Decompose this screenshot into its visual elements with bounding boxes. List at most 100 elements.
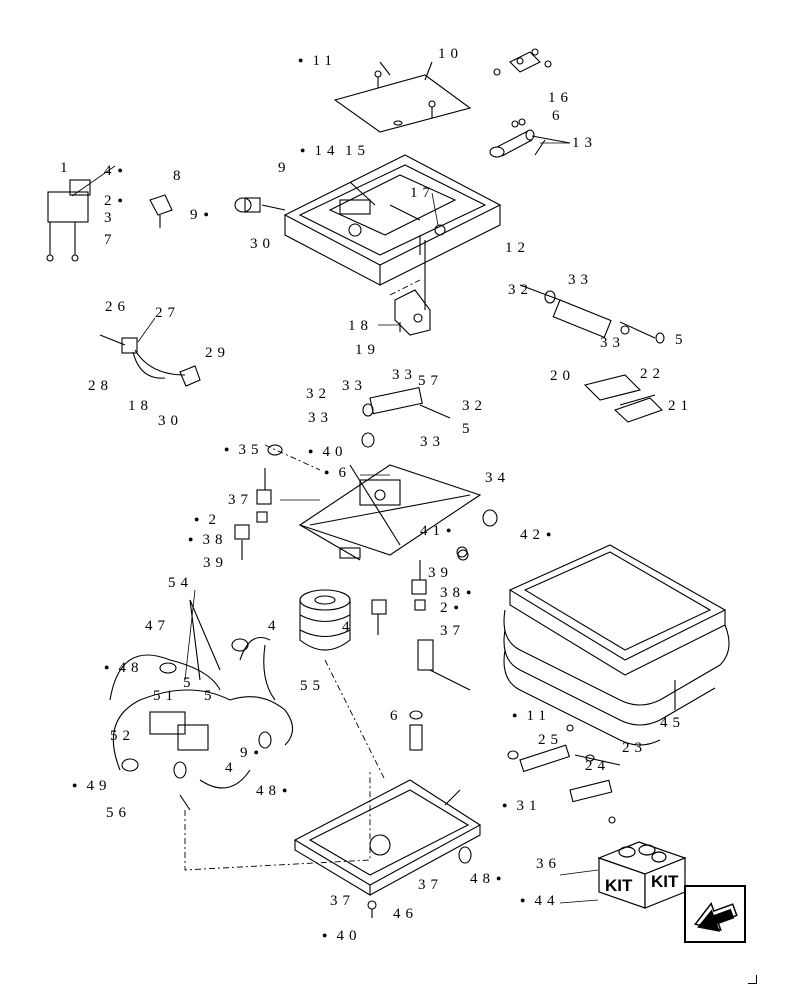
- callout-11-top: 11: [298, 53, 337, 70]
- callout-10: 10: [438, 46, 463, 62]
- callout-37-right: 37: [440, 623, 465, 639]
- callout-33-d: 33: [420, 434, 445, 450]
- lever-parts-right: [507, 724, 621, 824]
- next-page-button[interactable]: [684, 885, 746, 943]
- callout-42: 42: [520, 527, 556, 544]
- callout-56: 56: [106, 805, 131, 821]
- switch-part: [583, 374, 664, 423]
- callout-6-base: 6: [390, 708, 403, 724]
- callout-31: 31: [502, 798, 541, 815]
- callout-55: 55: [300, 678, 325, 694]
- callout-37-bottom: 37: [330, 893, 355, 909]
- callout-14: 14: [300, 143, 339, 160]
- callout-8: 8: [173, 168, 186, 184]
- callout-51: 51: [153, 688, 178, 704]
- callout-22: 22: [640, 366, 665, 382]
- kit-label-left: KIT: [605, 876, 633, 895]
- kit-box-illustration: KIT KIT: [597, 830, 687, 910]
- callout-43: 4: [342, 619, 355, 635]
- callout-30-left: 30: [158, 413, 183, 429]
- callout-47: 47: [145, 618, 170, 634]
- callout-29: 29: [205, 345, 230, 361]
- callout-4-top: 4: [104, 163, 128, 180]
- cable-part: [99, 334, 201, 387]
- base-frame: [293, 710, 482, 918]
- callout-9-frame: 9: [278, 160, 291, 176]
- callout-5-mid: 5: [462, 421, 475, 437]
- callout-54: 54: [168, 575, 193, 591]
- callout-3: 3: [104, 210, 117, 226]
- callout-6-top: 6: [552, 108, 565, 124]
- callout-9-left: 9: [190, 207, 214, 224]
- rod-part: [489, 118, 571, 158]
- small-parts-left: [234, 444, 283, 560]
- callout-6-mid: 6: [324, 465, 351, 482]
- callout-39-right: 39: [428, 565, 453, 581]
- reference-lines: [184, 279, 421, 871]
- callout-20: 20: [550, 368, 575, 384]
- callout-5-top: 5: [675, 332, 688, 348]
- callout-40-mid: 40: [308, 444, 347, 461]
- callout-38-left: 38: [188, 532, 227, 549]
- callout-37-left: 37: [228, 492, 253, 508]
- callout-33-c: 33: [308, 410, 333, 426]
- callout-32-top: 32: [508, 282, 533, 298]
- callout-48-base: 48: [470, 871, 506, 888]
- callout-4-harness-top: 4: [268, 618, 281, 634]
- callout-53-b: 5: [204, 688, 217, 704]
- callout-33-top: 33: [568, 272, 593, 288]
- callout-32-right: 32: [462, 398, 487, 414]
- callout-19: 19: [355, 342, 380, 358]
- callout-45: 45: [660, 715, 685, 731]
- callout-46: 46: [393, 906, 418, 922]
- callout-11-right: 11: [512, 708, 551, 725]
- scissor-frame: [298, 432, 498, 561]
- corner-mark: [748, 975, 757, 984]
- callout-23: 23: [622, 740, 647, 756]
- callout-35: 35: [224, 442, 263, 459]
- callout-53-a: 5: [183, 675, 196, 691]
- lever-8: [149, 194, 173, 228]
- callout-38-right: 38: [440, 585, 476, 602]
- callout-27: 27: [155, 305, 180, 321]
- callout-44: 44: [520, 893, 559, 910]
- callout-39-left: 39: [203, 555, 228, 571]
- gas-spring-middle: [362, 386, 451, 419]
- bracket-18: [394, 289, 431, 336]
- callout-13: 13: [572, 135, 597, 151]
- callout-2-right: 2: [440, 600, 464, 617]
- cushion-tray: [503, 544, 730, 746]
- callout-33-mid: 33: [600, 335, 625, 351]
- callout-7: 7: [104, 232, 117, 248]
- callout-28: 28: [88, 378, 113, 394]
- callout-2-left: 2: [194, 512, 221, 529]
- callout-4-harness: 4: [225, 760, 238, 776]
- callout-16: 16: [548, 90, 573, 106]
- callout-26: 26: [105, 299, 130, 315]
- callout-34: 34: [485, 470, 510, 486]
- top-plate: [333, 61, 472, 133]
- callout-9-harness: 9: [240, 745, 264, 762]
- callout-33-b: 33: [392, 367, 417, 383]
- callout-41: 41: [420, 523, 456, 540]
- callout-1: 1: [60, 160, 73, 176]
- callout-15: 15: [345, 143, 370, 159]
- leader-lines: [71, 142, 676, 904]
- small-parts-right: [371, 546, 471, 691]
- callout-49: 49: [72, 778, 111, 795]
- kit-label-right: KIT: [651, 872, 679, 891]
- callout-52: 52: [110, 728, 135, 744]
- callout-33-a: 33: [342, 378, 367, 394]
- callout-12: 12: [505, 240, 530, 256]
- lever-assembly: [46, 179, 91, 262]
- callout-48-harness: 48: [256, 783, 292, 800]
- gas-spring-upper: [519, 284, 665, 344]
- wiring-harness: [109, 599, 294, 811]
- callout-18-left: 18: [128, 398, 153, 414]
- callout-17: 17: [410, 185, 435, 201]
- callout-30-top: 30: [250, 236, 275, 252]
- callout-21: 21: [668, 398, 693, 414]
- callout-25: 25: [538, 732, 563, 748]
- air-spring: [299, 589, 351, 651]
